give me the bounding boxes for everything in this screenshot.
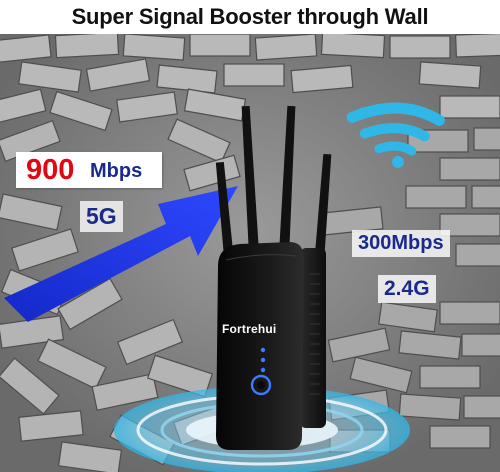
wps-button [250,374,272,396]
band-5g-label: 5G [80,201,123,232]
wifi-extender-device [216,242,326,450]
status-leds [260,347,266,373]
speed-5g-number: 900 [26,154,75,186]
antenna-3 [279,105,296,245]
band-24g-label: 2.4G [378,275,436,303]
speed-5g-unit: Mbps [90,160,143,182]
scene: Fortrehui 900 Mbps 5G 300Mbps 2.4G [0,31,500,472]
speed-24g-label: 300Mbps [352,230,450,257]
wifi-signal-icon [346,102,445,168]
signal-arrow [4,186,238,322]
brand-logo: Fortrehui [222,322,277,336]
headline: Super Signal Booster through Wall [71,4,429,29]
antenna-2 [241,105,259,245]
speed-5g-badge [16,152,162,188]
